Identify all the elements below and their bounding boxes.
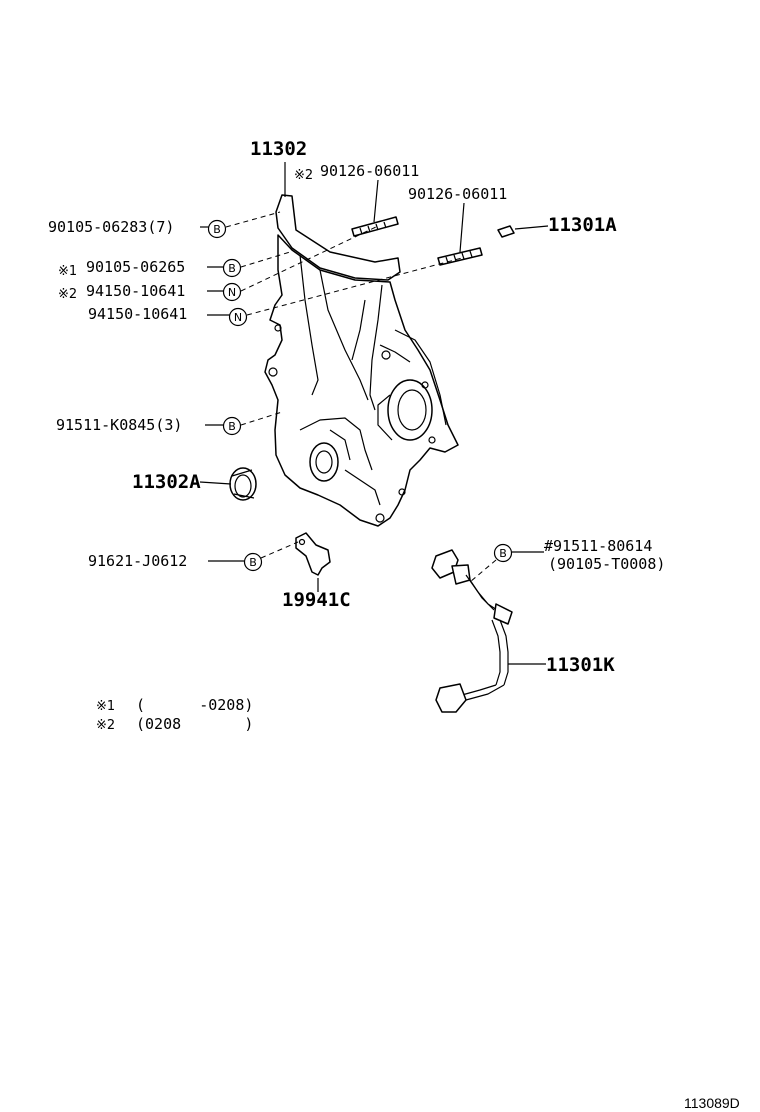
note-1-mark: ※1 — [96, 699, 115, 714]
label-91621-J0612: 91621-J0612 — [88, 552, 187, 570]
label-19941C: 19941C — [282, 589, 351, 611]
svg-text:N: N — [228, 286, 236, 299]
label-90105-06283: 90105-06283(7) — [48, 218, 174, 236]
circle-b-4: B — [243, 552, 263, 572]
svg-text:B: B — [228, 262, 236, 275]
circle-b-1: B — [207, 219, 227, 239]
label-mark-n2-b: ※2 — [58, 287, 77, 302]
label-11301K: 11301K — [546, 654, 615, 676]
label-11302A: 11302A — [132, 471, 201, 493]
label-91511-80614: #91511-80614 — [544, 537, 652, 555]
plug-11301A — [497, 225, 515, 238]
label-94150-10641-b: 94150-10641 — [88, 305, 187, 323]
label-94150-10641-a: 94150-10641 — [86, 282, 185, 300]
svg-text:B: B — [228, 420, 236, 433]
leader-lines — [199, 162, 549, 665]
circle-n-1: N — [222, 282, 242, 302]
label-mark-n1: ※1 — [58, 264, 77, 279]
note-1-text: ( -0208) — [136, 696, 253, 714]
note-2-text: (0208 ) — [136, 715, 253, 733]
circle-b-3: B — [222, 416, 242, 436]
label-90126-06011-b: 90126-06011 — [408, 185, 507, 203]
sensor-cable-drawing — [431, 549, 513, 713]
label-90105-T0008: (90105-T0008) — [548, 555, 665, 573]
label-mark-n2-a: ※2 — [294, 168, 313, 183]
svg-text:B: B — [499, 547, 507, 560]
circle-n-2: N — [228, 307, 248, 327]
svg-text:N: N — [234, 311, 242, 324]
label-90126-06011-a: 90126-06011 — [320, 162, 419, 180]
label-91511-K0845: 91511-K0845(3) — [56, 416, 182, 434]
circle-b-5: B — [493, 543, 513, 563]
svg-text:B: B — [249, 556, 257, 569]
oil-seal-drawing — [229, 467, 257, 501]
label-90105-06265: 90105-06265 — [86, 258, 185, 276]
label-11301A: 11301A — [548, 214, 617, 236]
label-11302: 11302 — [250, 138, 307, 160]
bracket-drawing — [295, 532, 331, 576]
svg-text:B: B — [213, 223, 221, 236]
circle-b-2: B — [222, 258, 242, 278]
note-2-mark: ※2 — [96, 718, 115, 733]
timing-cover-drawing — [264, 194, 459, 527]
stud-bolt-1 — [351, 216, 399, 237]
figure-code: 113089D — [684, 1095, 740, 1111]
